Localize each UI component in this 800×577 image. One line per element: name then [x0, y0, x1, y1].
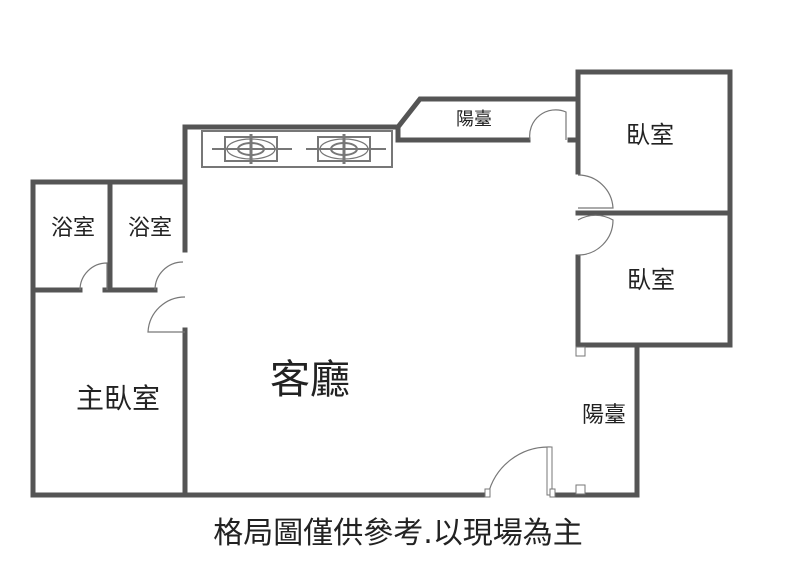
room-label-bath-right: 浴室	[128, 216, 172, 241]
room-label-bath-left: 浴室	[51, 216, 95, 241]
room-label-bedroom-bottom: 臥室	[627, 266, 675, 294]
walls	[30, 69, 733, 498]
room-label-living-room: 客廳	[270, 357, 350, 403]
door-bath-left	[79, 262, 108, 291]
door-bedroom-bottom	[577, 214, 614, 256]
doors	[79, 109, 614, 498]
burner-icon	[212, 134, 292, 164]
room-label-bedroom-top: 臥室	[626, 121, 674, 149]
kitchen-stove	[201, 130, 393, 168]
disclaimer-text: 格局圖僅供參考.以現場為主	[213, 516, 583, 551]
room-label-balcony-top: 陽臺	[456, 109, 492, 130]
room-label-balcony-right: 陽臺	[582, 403, 626, 428]
door-entrance	[487, 446, 551, 496]
door-master-bedroom	[147, 296, 186, 333]
door-balcony-top	[529, 109, 567, 141]
door-bath-right	[154, 261, 184, 291]
burner-icon	[306, 134, 386, 164]
room-label-master-bedroom: 主臥室	[76, 382, 160, 415]
door-bedroom-top	[577, 174, 614, 209]
